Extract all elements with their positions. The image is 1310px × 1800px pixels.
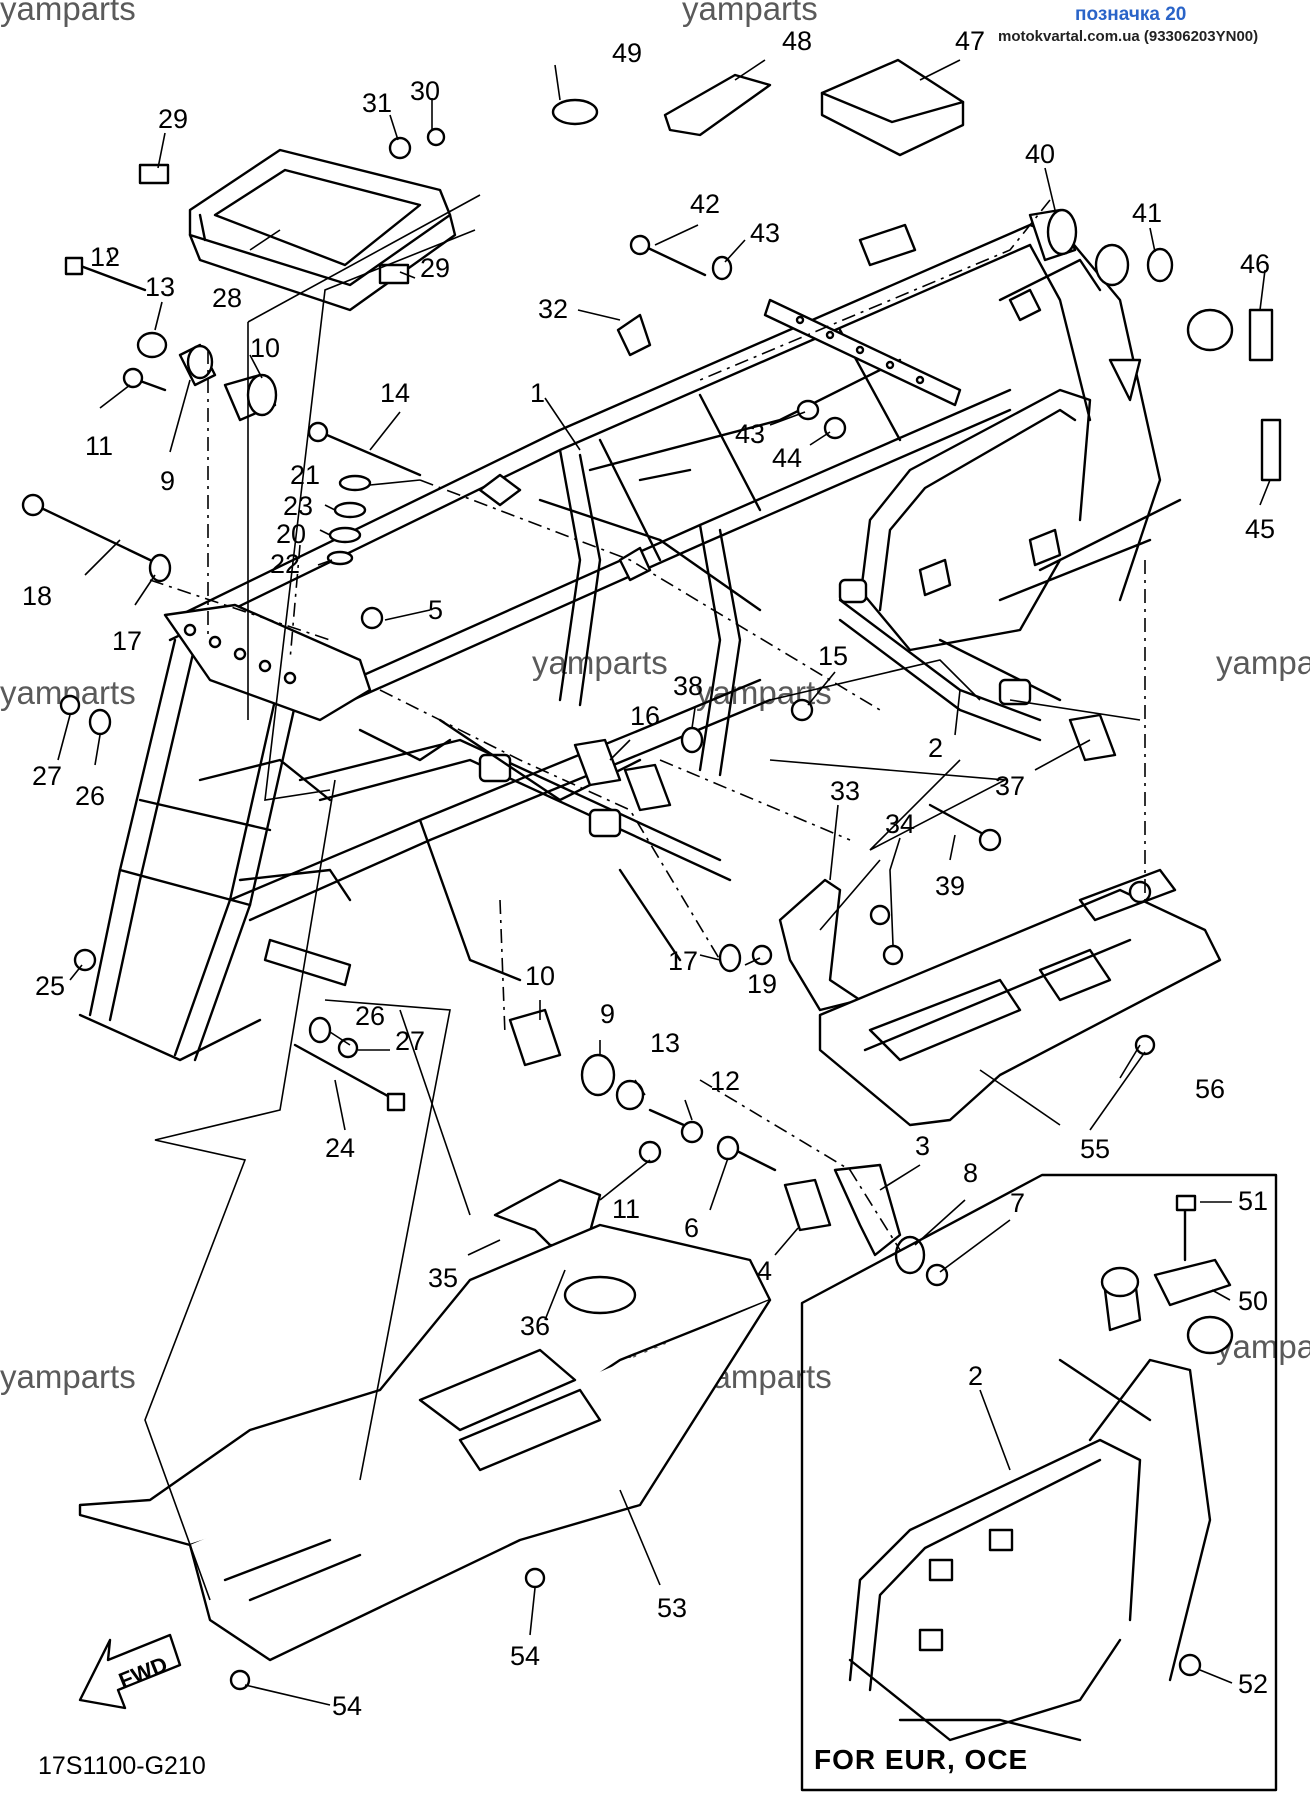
callout-41: 41 — [1132, 198, 1162, 228]
callout-11: 11 — [85, 431, 113, 461]
callout-10b: 10 — [525, 961, 555, 991]
callout-17b: 17 — [668, 946, 698, 976]
callout-36: 36 — [520, 1311, 550, 1341]
callout-9b: 9 — [600, 999, 615, 1029]
watermark: yamparts — [0, 0, 136, 27]
callout-52: 52 — [1238, 1669, 1268, 1699]
callout-21: 21 — [290, 460, 320, 490]
callout-37: 37 — [995, 771, 1025, 801]
callout-32: 32 — [538, 294, 568, 324]
header-site: motokvartal.com.ua (93306203YN00) — [998, 28, 1259, 45]
callout-26b: 26 — [355, 1001, 385, 1031]
callout-2-inset: 2 — [968, 1361, 983, 1391]
callout-49: 49 — [612, 38, 642, 68]
callout-38: 38 — [673, 671, 703, 701]
callout-27: 27 — [32, 761, 62, 791]
small-parts — [21, 58, 1282, 1287]
callout-28: 28 — [212, 283, 242, 313]
callout-34: 34 — [885, 809, 915, 839]
callout-30: 30 — [410, 76, 440, 106]
callout-54: 54 — [510, 1641, 540, 1671]
callout-13: 13 — [145, 272, 175, 302]
fwd-arrow-icon: FWD — [78, 1633, 182, 1710]
watermark: yamparts — [682, 0, 818, 27]
callout-42: 42 — [690, 189, 720, 219]
callout-8: 8 — [963, 1158, 978, 1188]
callout-24: 24 — [325, 1133, 355, 1163]
callout-46: 46 — [1240, 249, 1270, 279]
header-title: позначка 20 — [1075, 4, 1187, 25]
callout-50: 50 — [1238, 1286, 1268, 1316]
callout-39: 39 — [935, 871, 965, 901]
callout-10: 10 — [250, 333, 280, 363]
callout-45: 45 — [1245, 514, 1275, 544]
callout-9: 9 — [160, 466, 175, 496]
callout-13b: 13 — [650, 1028, 680, 1058]
callout-48: 48 — [782, 26, 812, 56]
callout-56: 56 — [1195, 1074, 1225, 1104]
callout-47: 47 — [955, 26, 985, 56]
diagram-code: 17S1100-G210 — [38, 1752, 206, 1780]
callout-31: 31 — [362, 88, 392, 118]
callout-25: 25 — [35, 971, 65, 1001]
callouts: 1 2 2 3 4 5 6 7 8 9 9 10 10 11 11 12 12 … — [22, 26, 1275, 1721]
callout-6: 6 — [684, 1213, 699, 1243]
callout-3: 3 — [915, 1131, 930, 1161]
callout-44: 44 — [772, 443, 802, 473]
inset-caption: FOR EUR, OCE — [814, 1744, 1029, 1775]
callout-29b: 29 — [420, 253, 450, 283]
callout-19: 19 — [747, 969, 777, 999]
inset-eur-oce — [800, 1173, 1278, 1792]
callout-12: 12 — [90, 242, 120, 272]
callout-43b: 43 — [735, 419, 765, 449]
skid-plate-rear — [818, 868, 1222, 1127]
callout-7: 7 — [1010, 1188, 1025, 1218]
callout-4: 4 — [757, 1256, 772, 1286]
seat-bracket — [138, 148, 457, 312]
callout-2: 2 — [928, 733, 943, 763]
callout-18: 18 — [22, 581, 52, 611]
callout-33: 33 — [830, 776, 860, 806]
callout-29: 29 — [158, 104, 188, 134]
callout-15: 15 — [818, 641, 848, 671]
callout-53: 53 — [657, 1593, 687, 1623]
callout-5: 5 — [428, 595, 443, 625]
watermark: yamparts — [0, 1358, 136, 1395]
callout-16: 16 — [630, 701, 660, 731]
callout-51: 51 — [1238, 1186, 1268, 1216]
callout-20: 20 — [276, 519, 306, 549]
main-frame — [78, 223, 1182, 1062]
watermark: yamparts — [1216, 644, 1310, 681]
reference-lines — [144, 194, 1146, 1601]
callout-1: 1 — [530, 378, 545, 408]
watermark: yamparts — [532, 644, 668, 681]
callout-17: 17 — [112, 626, 142, 656]
callout-26: 26 — [75, 781, 105, 811]
callout-22: 22 — [270, 549, 300, 579]
callout-40: 40 — [1025, 139, 1055, 169]
callout-55: 55 — [1080, 1134, 1110, 1164]
callout-54b: 54 — [332, 1691, 362, 1721]
skid-plate-front — [78, 1223, 772, 1691]
callout-12b: 12 — [710, 1066, 740, 1096]
callout-35: 35 — [428, 1263, 458, 1293]
callout-leaders — [57, 59, 1271, 1706]
callout-43: 43 — [750, 218, 780, 248]
callout-27b: 27 — [395, 1026, 425, 1056]
callout-11b: 11 — [612, 1194, 640, 1224]
callout-23: 23 — [283, 491, 313, 521]
callout-14: 14 — [380, 378, 410, 408]
